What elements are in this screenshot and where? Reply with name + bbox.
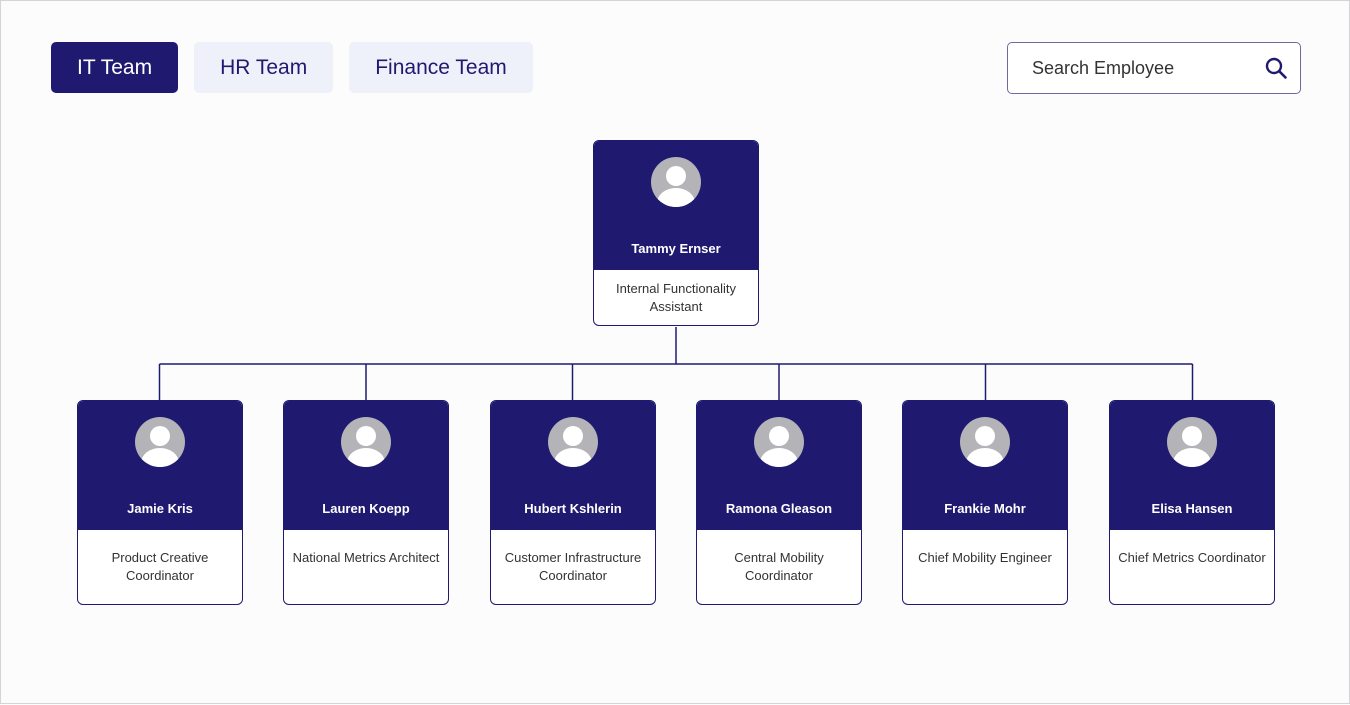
- avatar: [960, 417, 1010, 467]
- employee-name: Jamie Kris: [127, 501, 193, 516]
- card-header: Ramona Gleason: [697, 401, 861, 530]
- employee-card[interactable]: Ramona Gleason Central Mobility Coordina…: [696, 400, 862, 605]
- tab-hr-team[interactable]: HR Team: [194, 42, 334, 93]
- employee-role: Product Creative Coordinator: [111, 550, 209, 583]
- employee-role: Chief Metrics Coordinator: [1118, 550, 1266, 565]
- search-box: [1007, 42, 1301, 94]
- avatar: [548, 417, 598, 467]
- employee-name: Ramona Gleason: [725, 501, 833, 516]
- employee-card[interactable]: Hubert Kshlerin Customer Infrastructure …: [490, 400, 656, 605]
- employee-name: Hubert Kshlerin: [524, 501, 622, 516]
- avatar: [651, 157, 701, 207]
- card-header: Lauren Koepp: [284, 401, 448, 530]
- card-header: Jamie Kris: [78, 401, 242, 530]
- card-header: Tammy Ernser: [594, 141, 758, 270]
- employee-role: Internal Functionality Assistant: [616, 281, 736, 314]
- employee-name: Frankie Mohr: [944, 501, 1026, 516]
- card-header: Hubert Kshlerin: [491, 401, 655, 530]
- employee-card[interactable]: Jamie Kris Product Creative Coordinator: [77, 400, 243, 605]
- avatar: [1167, 417, 1217, 467]
- avatar: [341, 417, 391, 467]
- team-tabs: IT Team HR Team Finance Team: [51, 42, 533, 93]
- avatar: [754, 417, 804, 467]
- employee-name: Elisa Hansen: [1151, 501, 1233, 516]
- employee-role: Central Mobility Coordinator: [734, 550, 824, 583]
- employee-card[interactable]: Lauren Koepp National Metrics Architect: [283, 400, 449, 605]
- employee-card[interactable]: Frankie Mohr Chief Mobility Engineer: [902, 400, 1068, 605]
- card-header: Elisa Hansen: [1110, 401, 1274, 530]
- card-header: Frankie Mohr: [903, 401, 1067, 530]
- employee-role: Chief Mobility Engineer: [918, 550, 1052, 565]
- employee-card[interactable]: Elisa Hansen Chief Metrics Coordinator: [1109, 400, 1275, 605]
- search-input[interactable]: [1032, 57, 1264, 79]
- employee-card-root[interactable]: Tammy Ernser Internal Functionality Assi…: [593, 140, 759, 326]
- tab-it-team[interactable]: IT Team: [51, 42, 179, 93]
- employee-name: Tammy Ernser: [631, 241, 721, 256]
- employee-role: National Metrics Architect: [292, 550, 440, 565]
- employee-role: Customer Infrastructure Coordinator: [504, 550, 642, 583]
- avatar: [135, 417, 185, 467]
- tab-finance-team[interactable]: Finance Team: [349, 42, 533, 93]
- search-icon[interactable]: [1264, 55, 1288, 81]
- employee-name: Lauren Koepp: [322, 501, 410, 516]
